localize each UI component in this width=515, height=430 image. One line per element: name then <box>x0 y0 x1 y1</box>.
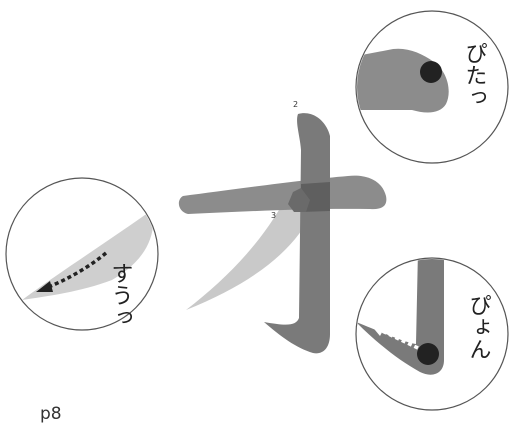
kanji-te-strokes: 2 3 <box>178 100 387 354</box>
stroke-overlap-sweep <box>288 188 310 212</box>
hook-marker <box>417 343 439 365</box>
callout-bottom-right: ぴょん <box>355 257 509 411</box>
sweep-direction-arrow <box>45 251 108 290</box>
page-number: p8 <box>40 404 62 424</box>
callout-bottom-right-label: ぴょん <box>466 294 491 360</box>
stroke-2-vertical <box>264 113 330 354</box>
stroke-number-2: 2 <box>293 100 298 109</box>
sweep-arrowhead <box>36 281 53 292</box>
stroke-1-horizontal <box>178 175 387 214</box>
hook-arrowhead <box>370 324 386 336</box>
callout-left-stroke <box>22 210 154 300</box>
callout-top-right-label: ぴたっ <box>462 42 487 108</box>
hook-direction-arrow <box>379 328 419 350</box>
callout-left: すうっ <box>5 177 159 331</box>
stroke-3-sweep <box>186 189 313 310</box>
callout-bottom-right-stroke <box>357 259 444 375</box>
stroke-number-3: 3 <box>271 211 276 220</box>
pen-stop-marker <box>420 61 442 83</box>
callout-top-right: ぴたっ <box>355 10 509 164</box>
callout-left-label: すうっ <box>108 262 133 328</box>
